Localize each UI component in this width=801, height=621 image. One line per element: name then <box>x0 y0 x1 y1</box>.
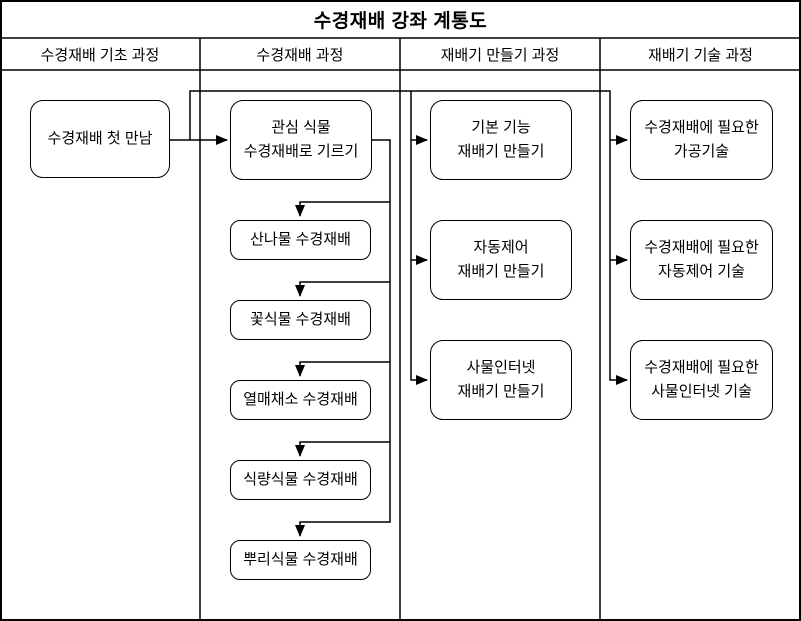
page-title: 수경재배 강좌 계통도 <box>313 10 488 32</box>
node-label: 재배기 만들기 <box>457 263 545 280</box>
node-label: 자동제어 기술 <box>658 263 745 280</box>
connector-to-wild-greens <box>295 201 390 217</box>
node-fruit-vegetable: 열매채소 수경재배 <box>230 380 371 420</box>
connector-to-flower-plant <box>295 281 390 297</box>
node-food-plant: 식량식물 수경재배 <box>230 460 371 500</box>
node-interest-plant: 관심 식물 수경재배로 기르기 <box>230 100 372 180</box>
connector-to-food-plant <box>295 441 390 457</box>
node-root-plant: 뿌리식물 수경재배 <box>230 540 371 580</box>
node-flower-plant: 꽃식물 수경재배 <box>230 300 371 340</box>
node-label: 사물인터넷 <box>466 359 536 376</box>
column-header-hydroponics-course: 수경재배 과정 <box>256 46 344 64</box>
node-label: 식량식물 수경재배 <box>243 471 358 488</box>
node-auto-control-maker: 자동제어 재배기 만들기 <box>430 220 572 300</box>
node-label: 수경재배에 필요한 <box>644 119 759 136</box>
node-label: 수경재배에 필요한 <box>644 359 759 376</box>
node-label: 자동제어 <box>473 239 529 256</box>
node-iot-tech: 수경재배에 필요한 사물인터넷 기술 <box>630 340 773 420</box>
node-label: 가공기술 <box>673 143 730 160</box>
column-header-maker-course: 재배기 만들기 과정 <box>440 46 560 64</box>
node-label: 재배기 만들기 <box>457 383 545 400</box>
node-label: 관심 식물 <box>271 119 331 136</box>
node-label: 재배기 만들기 <box>457 143 545 160</box>
node-basic-function-maker: 기본 기능 재배기 만들기 <box>430 100 572 180</box>
grid-lines <box>0 37 801 621</box>
node-wild-greens: 산나물 수경재배 <box>230 220 371 260</box>
node-label: 뿌리식물 수경재배 <box>243 551 358 568</box>
node-label: 기본 기능 <box>471 119 531 136</box>
column-header-tech-course: 재배기 기술 과정 <box>648 46 753 64</box>
node-label: 수경재배에 필요한 <box>644 239 759 256</box>
connector-to-iot-maker <box>410 91 428 385</box>
connector-to-root-plant <box>295 139 391 537</box>
node-first-meeting: 수경재배 첫 만남 <box>30 100 170 178</box>
node-processing-tech: 수경재배에 필요한 가공기술 <box>630 100 773 180</box>
connector-to-fruit-vegetable <box>295 361 390 377</box>
node-label: 산나물 수경재배 <box>250 231 351 248</box>
node-auto-control-tech: 수경재배에 필요한 자동제어 기술 <box>630 220 773 300</box>
node-iot-maker: 사물인터넷 재배기 만들기 <box>430 340 572 420</box>
node-label: 수경재배로 기르기 <box>243 143 359 160</box>
node-label: 사물인터넷 기술 <box>651 383 752 400</box>
column-header-basic-course: 수경재배 기초 과정 <box>40 46 160 64</box>
node-label: 수경재배 첫 만남 <box>47 130 153 147</box>
node-label: 열매채소 수경재배 <box>243 391 358 408</box>
connector-feedback-to-iot-tech <box>189 90 628 385</box>
node-label: 꽃식물 수경재배 <box>250 311 351 328</box>
